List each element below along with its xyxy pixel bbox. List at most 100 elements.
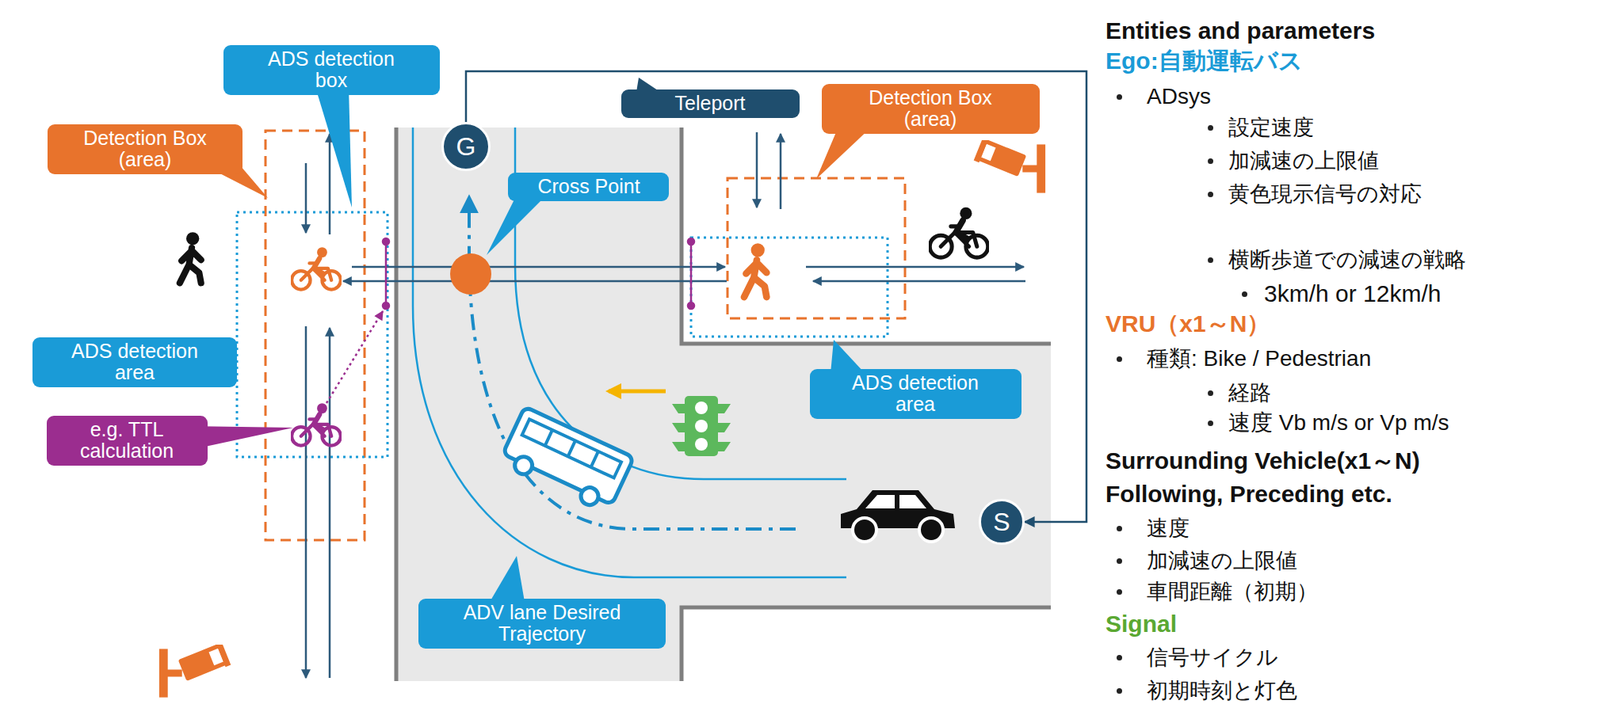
road-area	[396, 127, 1051, 682]
traffic-light	[684, 396, 718, 457]
detection-box-outline	[265, 130, 906, 541]
parameter-item: 経路	[1228, 380, 1272, 406]
callout-box: ADS detection box	[223, 45, 440, 96]
parameter-item: 種類: Bike / Pedestrian	[1146, 345, 1371, 373]
ttl-line	[326, 311, 383, 404]
callout-box: Teleport	[621, 89, 800, 119]
bus-icon	[511, 454, 535, 478]
vru-path-arrow	[305, 163, 308, 233]
parameter-item: 車間距離（初期）	[1146, 579, 1318, 605]
road-area	[681, 607, 1051, 682]
start-marker: S	[978, 499, 1025, 546]
callout-text: ADS detection area	[836, 372, 995, 417]
vru-path-arrow	[305, 326, 308, 679]
vru-icon	[291, 403, 341, 446]
parameter-item: 速度	[1146, 515, 1190, 542]
callout-box: Detection Box (area)	[47, 124, 243, 175]
marker-letter: G	[456, 132, 477, 162]
ads-detection-outline	[236, 212, 888, 458]
bullet-dot	[1116, 558, 1123, 565]
desired-trajectory	[469, 198, 796, 530]
camera-icon	[159, 641, 231, 698]
vru-path-arrow	[305, 132, 1026, 679]
crossing-line	[382, 302, 390, 310]
crossing-line	[385, 241, 388, 306]
parameter-item: 3km/h or 12km/h	[1263, 279, 1441, 309]
vru-path-arrow	[813, 280, 1026, 283]
bullet-dot	[1116, 526, 1123, 532]
callout-box: ADS detection area	[32, 337, 237, 388]
bullet-dot	[1207, 125, 1214, 131]
callout-text: Detection Box (area)	[64, 127, 227, 172]
bus-icon	[577, 484, 601, 508]
callout-box: ADV lane Desired Trajectory	[418, 599, 666, 650]
vru-icon	[744, 243, 767, 298]
callout-text: e.g. TTL calculation	[61, 419, 193, 463]
bullet-dot	[1116, 655, 1123, 661]
bullet-dot	[1207, 158, 1214, 165]
bullet-dot	[1207, 420, 1214, 427]
callout-text: ADS detection box	[252, 48, 411, 92]
camera-icon	[973, 136, 1046, 193]
bus-icon	[498, 406, 634, 515]
callout-box: e.g. TTL calculation	[46, 416, 208, 466]
callout-box: Detection Box (area)	[821, 84, 1040, 134]
vru-path-arrow	[343, 280, 727, 283]
vru-path-arrow	[351, 266, 726, 269]
traffic-light	[694, 401, 708, 415]
parameter-item: 速度 Vb m/s or Vp m/s	[1228, 409, 1450, 437]
callout-text: Cross Point	[515, 175, 663, 199]
parameter-item: 設定速度	[1228, 114, 1314, 141]
bullet-dot	[1116, 94, 1123, 100]
road-area	[396, 127, 1051, 682]
section-heading: Ego:自動運転バス	[1105, 46, 1303, 76]
goal-marker: G	[441, 122, 491, 172]
ads-detection-outline	[691, 237, 888, 337]
parameter-item: 横断歩道での減速の戦略	[1228, 247, 1467, 273]
marker-letter: S	[992, 507, 1010, 538]
cross-point-dot	[450, 253, 492, 295]
crossing-line	[687, 238, 695, 245]
bullet-dot	[1241, 291, 1248, 298]
car-icon	[852, 518, 877, 543]
section-heading: Surrounding Vehicle(x1～N)	[1105, 446, 1421, 476]
callout-text: Teleport	[630, 92, 790, 115]
bus-icon	[522, 419, 622, 478]
parameter-item: 加減速の上限値	[1228, 148, 1379, 174]
section-heading: Entities and parameters	[1105, 16, 1375, 46]
bullet-dot	[1116, 356, 1123, 363]
bullet-dot	[1207, 257, 1214, 264]
teleport-connector	[465, 71, 1087, 523]
car-icon	[919, 518, 944, 543]
vru-path-arrow	[328, 133, 332, 235]
vru-path-arrow	[805, 266, 1024, 269]
camera-icon	[159, 641, 231, 698]
bullet-dot	[1116, 589, 1123, 596]
crossing-line	[382, 238, 390, 245]
camera-icon	[159, 136, 1046, 698]
section-heading: Signal	[1105, 610, 1177, 639]
car-icon	[865, 495, 927, 509]
callout-text: ADS detection area	[55, 340, 214, 385]
callout-box: Cross Point	[507, 172, 669, 202]
road-area	[394, 127, 399, 682]
crossing-line	[687, 302, 695, 310]
vru-path-arrow	[328, 328, 332, 679]
callout-text: Detection Box (area)	[847, 87, 1014, 131]
lane-line	[412, 127, 847, 578]
vru-path-arrow	[779, 133, 783, 210]
crossing-line	[382, 238, 695, 310]
road-area	[681, 127, 1051, 344]
section-heading: Following, Preceding etc.	[1105, 480, 1393, 509]
vru-icon	[179, 232, 202, 283]
vru-path-arrow	[756, 132, 759, 208]
callout-text: ADV lane Desired Trajectory	[449, 602, 636, 646]
bullet-dot	[1116, 688, 1123, 695]
callout-tail	[486, 194, 547, 256]
ads-detection-outline	[236, 212, 388, 458]
traffic-light	[672, 396, 731, 457]
signal-arrow	[608, 389, 666, 394]
car-icon	[840, 490, 955, 543]
bullet-dot	[1207, 390, 1214, 397]
callout-tail	[190, 77, 872, 603]
